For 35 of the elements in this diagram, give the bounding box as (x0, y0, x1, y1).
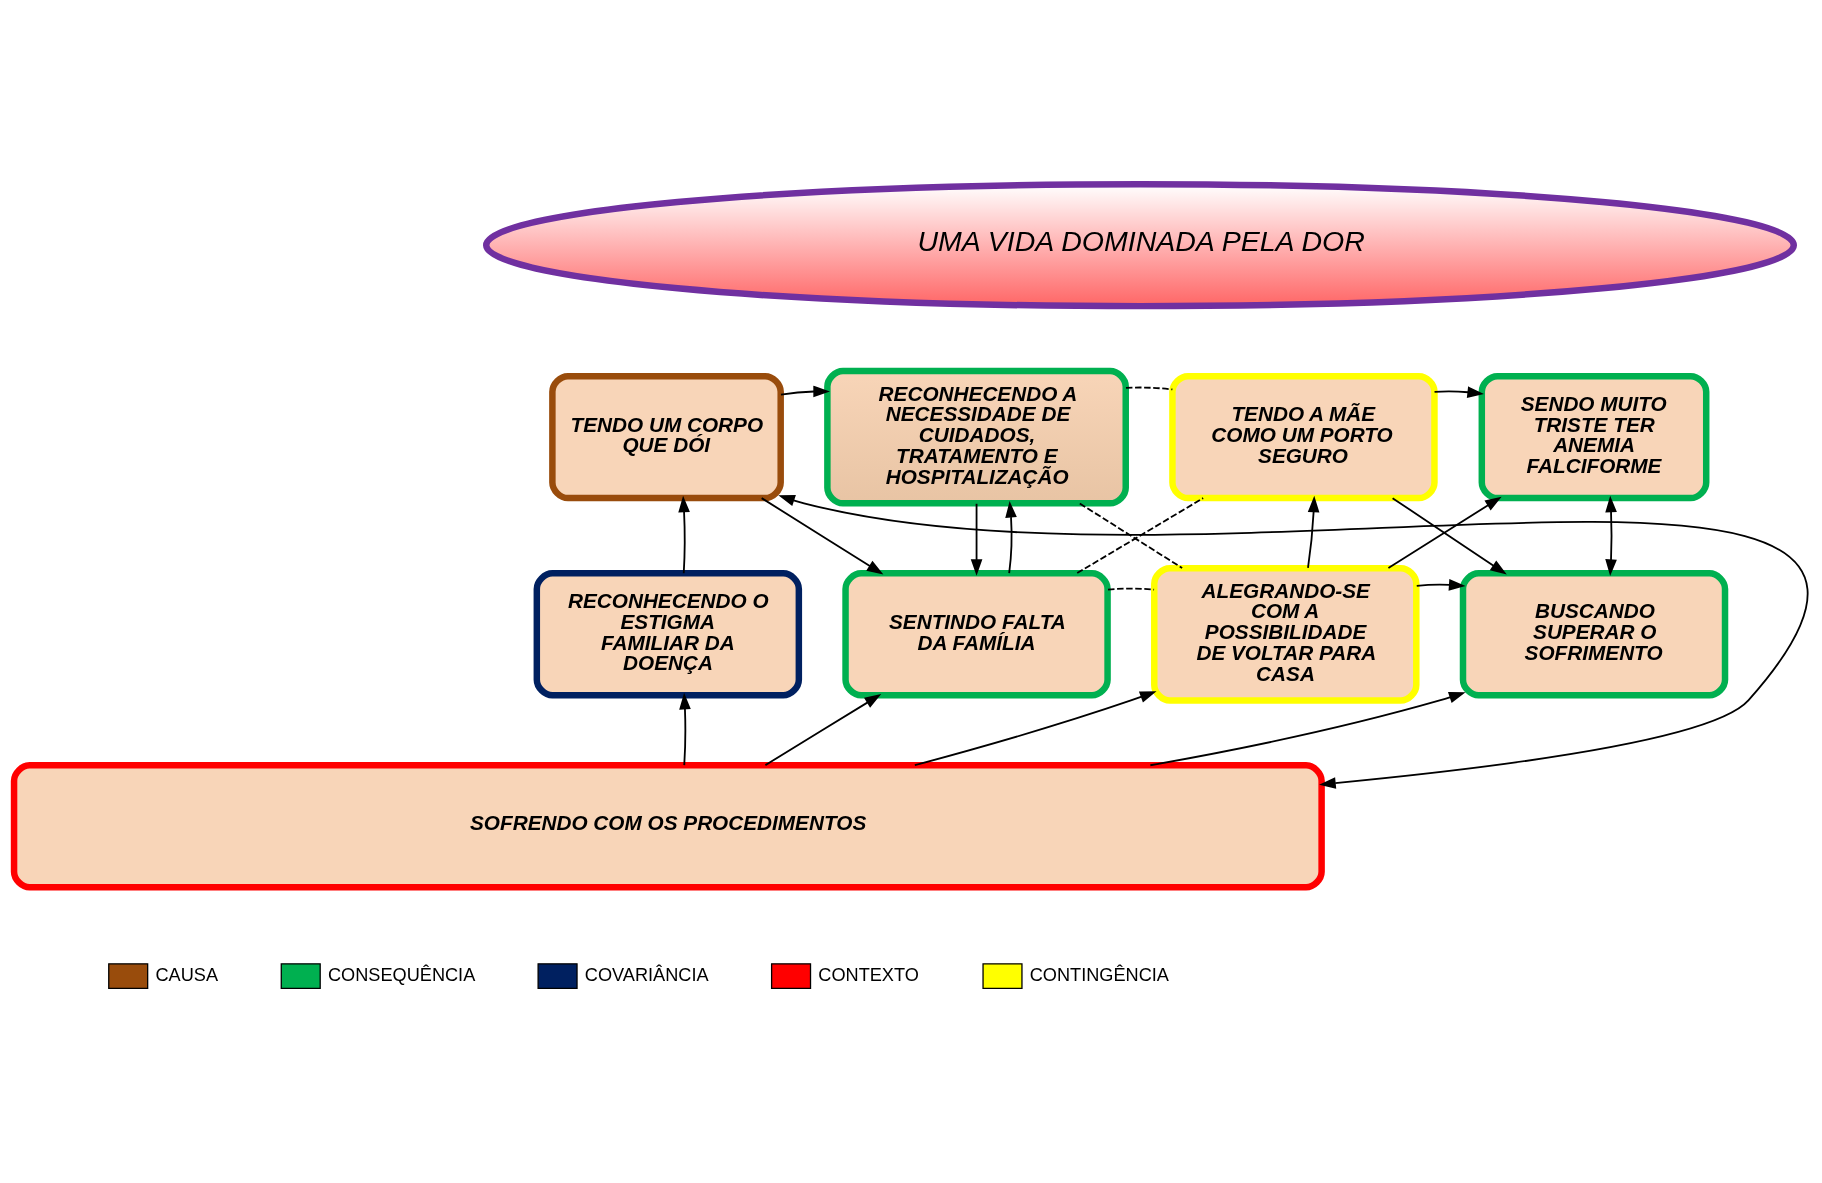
legend-label: COVARIÂNCIA (584, 964, 709, 985)
arrow (1307, 495, 1320, 569)
arrow (678, 495, 690, 575)
arrow (780, 385, 830, 398)
arrow (679, 692, 691, 767)
arrow (1387, 496, 1502, 569)
arrow (1149, 691, 1466, 767)
node-box: SENDO MUITO TRISTE TER ANEMIA FALCIFORME (1478, 372, 1710, 502)
node-box: TENDO A MÃE COMO UM PORTO SEGURO (1169, 372, 1438, 502)
arrow (1433, 386, 1484, 398)
node-box: TENDO UM CORPO QUE DÓI (549, 372, 784, 502)
arrow (1005, 501, 1017, 574)
arrow (913, 691, 1157, 767)
node-box: SENTINDO FALTA DA FAMÍLIA (842, 570, 1111, 699)
arrow (1605, 495, 1617, 576)
legend-label: CONTINGÊNCIA (1029, 964, 1169, 985)
arrow (1415, 579, 1466, 591)
node-box: ALEGRANDO-SE COM A POSSIBILIDADE DE VOLTAR PARA CASA (1151, 564, 1420, 704)
node-box: RECONHECENDO A NECESSIDADE DE CUIDADOS, TRATAMENTO E HOSPITALIZAÇÃO (824, 367, 1129, 507)
arrow (970, 502, 983, 576)
arrow (764, 694, 882, 767)
node-ellipse: UMA VIDA DOMINADA PELA DOR (483, 180, 1798, 310)
arrow (1391, 497, 1507, 575)
arrow (760, 497, 884, 575)
connector (1076, 497, 1205, 574)
node-box: RECONHECENDO O ESTIGMA FAMILIAR DA DOENÇA (533, 570, 803, 699)
legend-label: CONSEQUÊNCIA (327, 964, 476, 985)
node-box: BUSCANDO SUPERAR O SOFRIMENTO (1459, 570, 1729, 699)
node-box: SOFRENDO COM OS PROCEDIMENTOS (10, 762, 1325, 891)
legend-label: CAUSA (155, 964, 219, 985)
connector (1078, 502, 1184, 569)
legend-label: CONTEXTO (818, 964, 919, 985)
connector (1125, 386, 1174, 391)
arrow (778, 494, 1808, 789)
connector (1107, 587, 1155, 591)
